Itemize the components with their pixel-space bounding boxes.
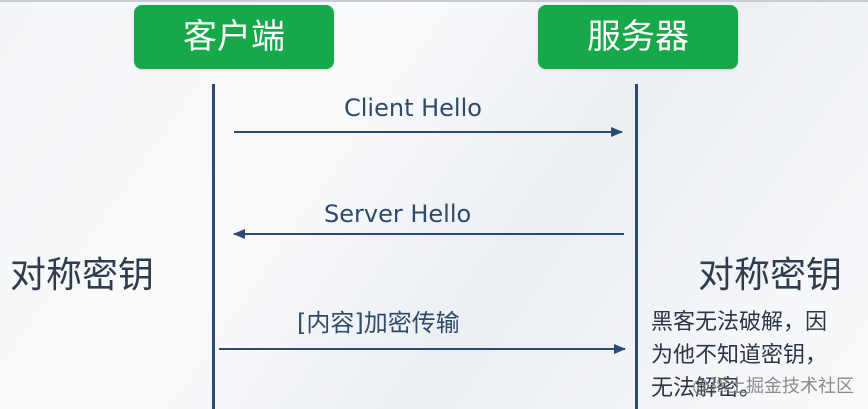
client-actor: 客户端 xyxy=(134,5,334,69)
hacker-note: 黑客无法破解，因 为他不知道密钥， 无法解密。 xyxy=(651,306,866,405)
encrypted-transfer-label: [内容]加密传输 xyxy=(297,309,460,337)
server-lifeline xyxy=(635,84,638,409)
note-line: 黑客无法破解，因 xyxy=(651,310,828,335)
client-hello-label: Client Hello xyxy=(344,94,482,122)
note-line: 无法解密。 xyxy=(651,376,762,401)
client-lifeline xyxy=(212,84,215,409)
client-symmetric-key-label: 对称密钥 xyxy=(10,255,155,296)
server-symmetric-key-label: 对称密钥 xyxy=(698,255,843,296)
server-hello-label: Server Hello xyxy=(324,200,472,228)
server-actor: 服务器 xyxy=(538,5,738,69)
watermark: @稀土掘金技术社区 xyxy=(692,376,854,397)
top-divider xyxy=(0,0,868,2)
note-line: 为他不知道密钥， xyxy=(651,343,828,368)
